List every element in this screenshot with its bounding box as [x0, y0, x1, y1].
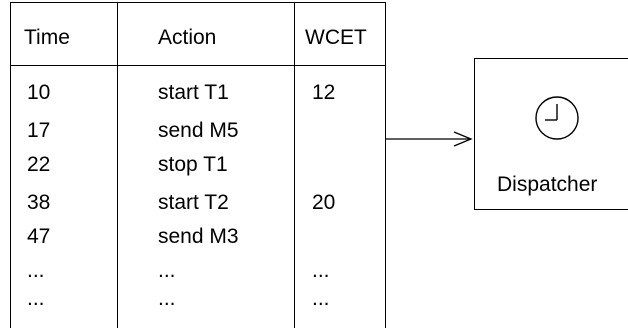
cell-action: start T1: [158, 81, 229, 104]
dispatcher-label: Dispatcher: [497, 173, 598, 196]
cell-time: 10: [27, 81, 51, 104]
header-time: Time: [24, 26, 70, 49]
cell-action: send M5: [158, 119, 239, 142]
cell-action: ...: [158, 287, 176, 310]
cell-time: 47: [27, 225, 51, 248]
cell-time: 22: [27, 153, 51, 176]
header-wcet: WCET: [305, 26, 367, 49]
column-divider: [117, 3, 118, 328]
cell-wcet: ...: [312, 259, 330, 282]
cell-action: stop T1: [158, 153, 228, 176]
cell-wcet: 20: [312, 191, 336, 214]
cell-wcet: ...: [312, 287, 330, 310]
arrow-right-icon: [386, 131, 473, 147]
cell-action: send M3: [158, 225, 239, 248]
cell-time: 17: [27, 119, 51, 142]
column-divider: [294, 3, 295, 328]
cell-action: ...: [158, 259, 176, 282]
cell-time: 38: [27, 191, 51, 214]
header-divider: [11, 65, 385, 66]
cell-time: ...: [27, 287, 45, 310]
cell-wcet: 12: [312, 81, 336, 104]
dispatcher-box: Dispatcher: [474, 58, 628, 210]
clock-icon: [535, 96, 579, 140]
header-action: Action: [158, 26, 217, 49]
cell-time: ...: [27, 259, 45, 282]
schedule-table: Time Action WCET 10 start T1 12 17 send …: [10, 2, 386, 328]
cell-action: start T2: [158, 191, 229, 214]
